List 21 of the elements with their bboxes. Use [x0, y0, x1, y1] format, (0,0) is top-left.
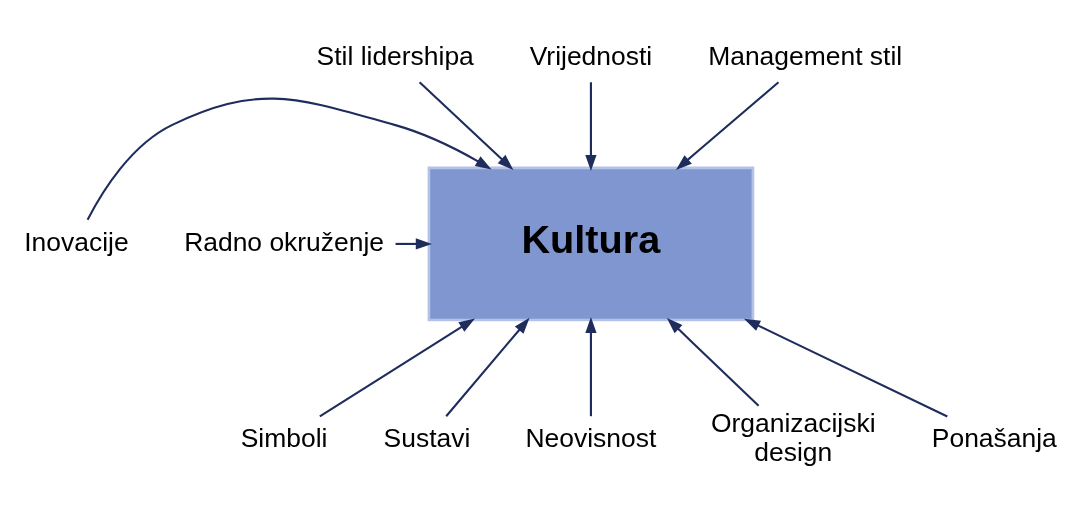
arrow	[418, 81, 514, 171]
node-text: Radno okruženje	[184, 226, 385, 257]
node-text: Neovisnost	[525, 422, 657, 453]
node-text: Inovacije	[24, 226, 129, 257]
arrow	[86, 97, 492, 221]
node-text: Vrijednosti	[529, 40, 653, 71]
arrow	[666, 317, 760, 407]
node-text: Organizacijski design	[711, 408, 876, 468]
arrow	[395, 238, 432, 250]
node-text: Ponašanja	[931, 422, 1057, 453]
arrow	[675, 81, 780, 170]
arrow	[319, 318, 475, 418]
node-text: Stil lidershipa	[316, 40, 474, 71]
arrow	[445, 317, 530, 417]
node-box: Kultura	[427, 166, 755, 322]
node-text: Management stil	[708, 40, 903, 71]
node-text: Sustavi	[383, 422, 471, 453]
arrow	[585, 316, 597, 417]
arrow	[585, 82, 597, 172]
node-text: Simboli	[240, 422, 328, 453]
arrow	[744, 318, 948, 418]
